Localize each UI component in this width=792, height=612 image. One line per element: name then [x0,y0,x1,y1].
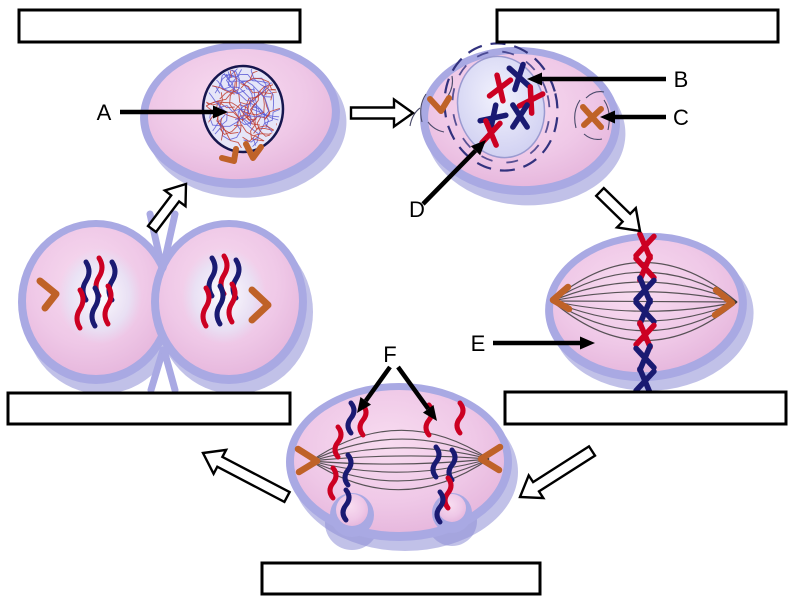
centriole [711,286,736,319]
chromatid [345,400,357,436]
cell-interphase [140,41,347,198]
chromatid [446,447,458,483]
chromatid [342,452,354,488]
label-a: A [97,100,112,125]
centriole [36,277,60,312]
label-d-arrow [421,140,486,206]
cell-telophase-cytokinesis [18,210,313,394]
chromatid [332,424,344,460]
answer-box-top-left[interactable] [17,8,302,44]
label-f: F [383,342,396,367]
nuclear-envelope-dashed [443,42,559,172]
arrow-interphase-to-prophase [349,97,416,129]
chromatid [434,489,446,525]
centriole-pair [580,104,604,130]
label-f-arrow-right [396,365,437,421]
chromatid [200,285,212,329]
nuclear-envelope-fragment [451,50,551,164]
annotation-arrows [120,72,666,421]
answer-box-middle-right[interactable] [503,390,788,426]
label-d: D [409,197,425,222]
chromatid [74,287,86,331]
label-b: B [674,67,689,92]
chromosome [510,102,530,130]
label-b-arrow [527,72,666,86]
label-a-arrow [120,105,228,119]
centriole [294,445,321,476]
centriole [219,146,239,164]
chromosome [516,84,546,116]
answer-box-middle-left[interactable] [6,391,292,426]
label-e: E [471,331,486,356]
answer-box-bottom-center[interactable] [260,561,542,596]
answer-box-top-right[interactable] [495,8,780,44]
centriole [243,141,264,161]
chromatid [357,402,369,438]
cleft-membrane [160,346,179,394]
chromosome [486,72,514,104]
chromatid [102,283,114,327]
chromatid [340,487,352,523]
centriole [549,283,573,313]
label-c: C [673,105,689,130]
cleft-membrane [147,346,167,394]
arrow-anaphase-to-telophase [201,448,292,504]
chromatid [226,281,238,325]
cycle-arrows [146,97,642,504]
cell-metaphase [545,231,754,396]
chromatid [454,400,466,436]
chromatid [442,475,454,511]
centriole [248,286,272,324]
label-c-arrow [600,110,666,124]
arrow-metaphase-to-anaphase [518,444,597,500]
arrow-prophase-to-metaphase [594,186,642,233]
aster-rays [409,75,610,140]
label-f-arrow-left [357,365,392,413]
cleft-membrane [159,210,179,272]
chromosome [506,61,532,93]
centriole [427,95,452,114]
centriole [477,443,504,474]
chromatid [327,465,339,501]
chromatid [89,285,101,329]
cell-anaphase [286,383,518,551]
label-e-arrow [493,336,595,350]
chromosome [479,118,503,148]
arrow-telophase-to-interphase [146,182,188,234]
chromatid [430,444,442,480]
chromatid [214,283,226,327]
